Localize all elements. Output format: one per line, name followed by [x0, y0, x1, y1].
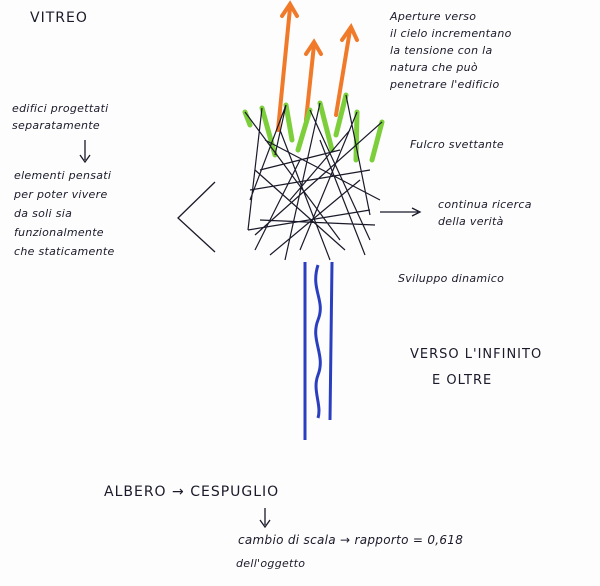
note-infinity-1: VERSO L'INFINITO	[410, 347, 543, 362]
blue-trunk	[303, 261, 334, 440]
note-apertures: Aperture verso il cielo incrementano la …	[390, 10, 512, 91]
note-infinity-2: E OLTRE	[432, 373, 493, 388]
note-object: dell'oggetto	[236, 557, 306, 570]
green-crown	[242, 92, 385, 163]
note-separate-buildings: edifici progettati separatamente	[12, 102, 109, 132]
note-tree-bush: ALBERO → CESPUGLIO	[104, 484, 280, 500]
title: VITREO	[30, 10, 88, 26]
note-development: Sviluppo dinamico	[398, 272, 505, 285]
annotation-lines	[79, 140, 422, 529]
note-scale-change: cambio di scala → rapporto = 0,618	[238, 533, 464, 547]
note-elements: elementi pensati per poter vivere da sol…	[14, 169, 115, 258]
orange-arrows	[276, 0, 359, 132]
note-search: continua ricerca della verità	[438, 198, 532, 228]
lattice	[244, 94, 383, 261]
note-fulcrum: Fulcro svettante	[410, 138, 504, 151]
